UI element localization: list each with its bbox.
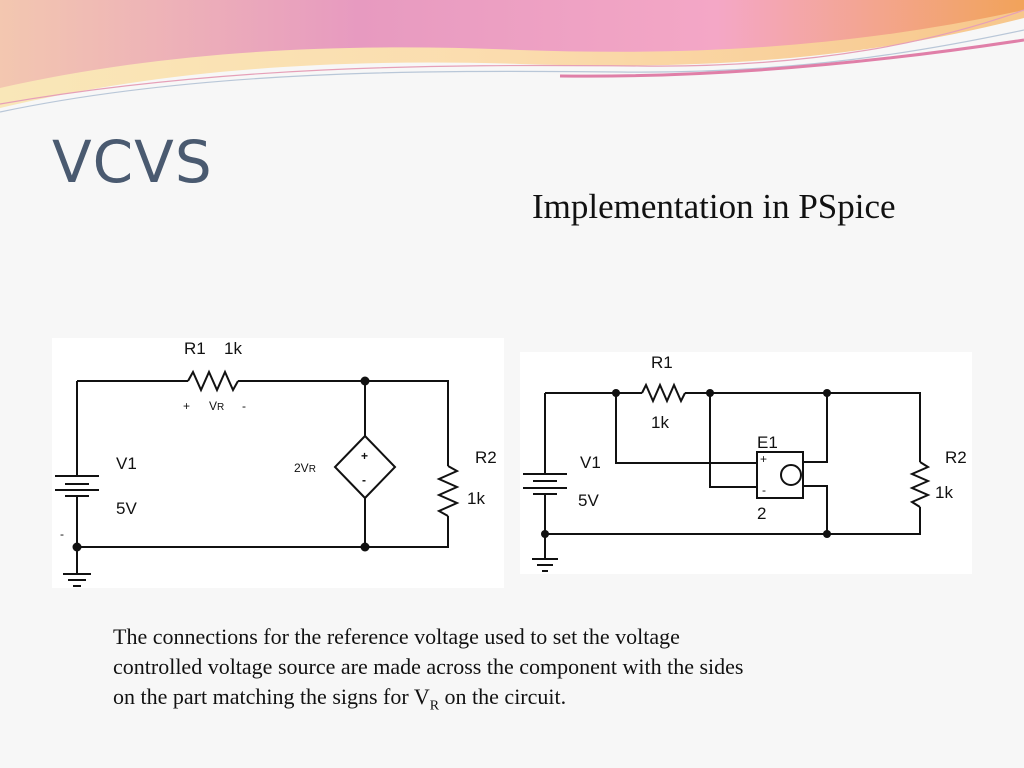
v1-value: 5V	[578, 491, 599, 510]
r2-name: R2	[945, 448, 967, 467]
pspice-schematic-wiring	[523, 382, 931, 572]
wire-bottom	[545, 507, 921, 535]
ground-symbol	[63, 573, 91, 587]
wire-top-right	[685, 392, 921, 462]
vr-minus: -	[242, 399, 246, 413]
slide-title: VCVS	[52, 128, 213, 196]
slide-subtitle: Implementation in PSpice	[532, 187, 896, 226]
e1-plus: +	[760, 452, 768, 466]
r1-name: R1	[651, 353, 673, 372]
wire-top-right	[238, 380, 449, 466]
vcvs-schematic: R1 1k + VR - V1 5V - 2VR + - R2 1k	[52, 338, 504, 588]
e1-part-box	[756, 451, 804, 499]
r1-name: R1	[184, 339, 206, 358]
junction-dots	[541, 389, 831, 538]
r1-value: 1k	[224, 339, 242, 358]
vr-label: VR	[209, 399, 225, 413]
v1-value: 5V	[116, 499, 137, 518]
r1-value: 1k	[651, 413, 669, 432]
wire-out-plus	[803, 393, 828, 463]
e1-name: E1	[757, 433, 778, 452]
wire-out-minus	[803, 485, 828, 534]
v1-name: V1	[580, 453, 601, 472]
e1-source-circle	[780, 464, 802, 486]
source-minus-sign: -	[60, 527, 64, 541]
decorative-swoosh-banner	[0, 0, 1024, 113]
dependent-minus: -	[362, 473, 366, 487]
e1-minus: -	[762, 483, 766, 497]
junction-dots	[72, 376, 370, 552]
resistor-r1-symbol	[641, 382, 686, 404]
r2-value: 1k	[467, 489, 485, 508]
resistor-r2-symbol	[909, 461, 931, 508]
dependent-plus: +	[361, 449, 369, 463]
wire-sense-plus	[615, 393, 757, 464]
caption-line-2: controlled voltage source are made acros…	[113, 654, 744, 679]
caption-text: The connections for the reference voltag…	[113, 622, 933, 721]
vcvs-schematic-wiring	[55, 369, 460, 587]
caption-line-1: The connections for the reference voltag…	[113, 624, 680, 649]
vr-plus: +	[183, 399, 191, 413]
e1-gain: 2	[757, 504, 767, 523]
dependent-source-diamond	[333, 434, 397, 500]
ground-symbol	[532, 558, 558, 572]
v1-name: V1	[116, 454, 137, 473]
r2-name: R2	[475, 448, 497, 467]
dependent-source-gain: 2VR	[294, 461, 316, 475]
caption-line-3: on the part matching the signs for VR on…	[113, 684, 567, 714]
resistor-r2-symbol	[436, 465, 460, 517]
resistor-r1-symbol	[187, 369, 239, 393]
battery-v1-symbol	[523, 473, 567, 495]
wire-bottom	[77, 516, 449, 548]
r2-value: 1k	[935, 483, 953, 502]
battery-v1-symbol	[55, 475, 99, 497]
pspice-schematic: R1 1k V1 5V E1 + - 2 R2 1k	[520, 352, 972, 574]
wire-sense-minus	[709, 393, 757, 488]
